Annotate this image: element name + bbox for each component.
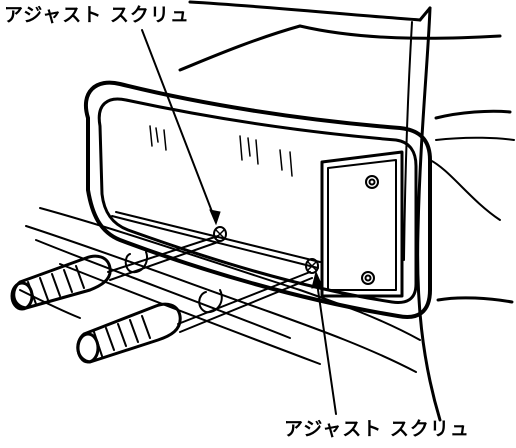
callout-adjust-screw-bottom: アジャスト スクリュ [284, 418, 470, 440]
leader-line-top [141, 29, 221, 226]
callout-adjust-screw-top: アジャスト スクリュ [4, 4, 190, 26]
marker-screw-upper [365, 175, 379, 189]
marker-screw-lower [361, 271, 375, 285]
adjust-screw-upper [213, 226, 227, 242]
side-marker-lamp [320, 150, 404, 298]
leader-line-bottom [311, 270, 337, 415]
screwdriver-lower [76, 271, 313, 364]
headlamp-bezel [84, 80, 501, 319]
adjust-screw-lower [305, 258, 319, 274]
screwdriver-upper [10, 235, 219, 311]
vehicle-body-panel [178, 0, 515, 422]
bumper [19, 207, 421, 373]
